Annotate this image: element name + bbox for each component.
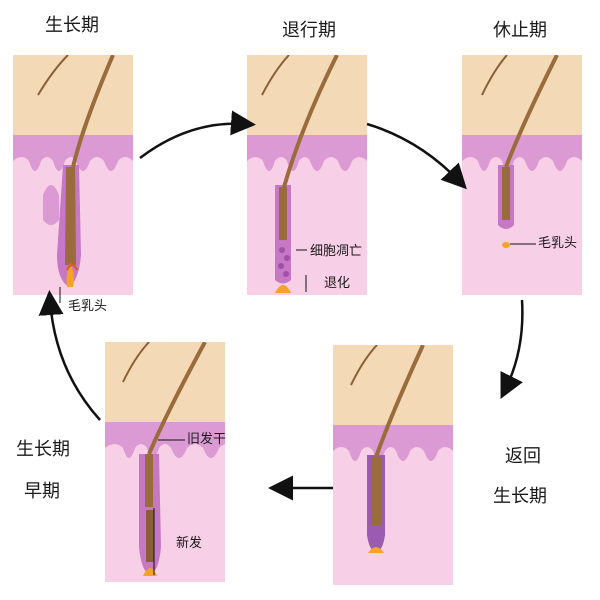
stage-title-early-anagen-1: 生长期	[16, 439, 70, 460]
stage-title-early-anagen-2: 早期	[24, 481, 60, 502]
panel-anagen	[13, 55, 133, 295]
stage-title-catagen: 退行期	[282, 20, 336, 41]
arrow-early-to-anagen	[38, 290, 101, 421]
arrow-telogen-to-return	[500, 299, 524, 399]
annotation-papilla-telogen: 毛乳头	[538, 236, 578, 251]
annotation-new-hair: 新发	[176, 536, 203, 551]
annotation-papilla-anagen: 毛乳头	[68, 299, 108, 314]
panel-catagen	[247, 55, 367, 295]
stage-title-anagen: 生长期	[45, 15, 99, 36]
annotation-old-shaft: 旧发干	[187, 432, 227, 447]
panel-return-anagen	[333, 345, 453, 585]
panel-telogen	[462, 55, 582, 295]
annotation-cell-death: 细胞凋亡	[310, 244, 363, 259]
stage-title-return-1: 返回	[505, 446, 541, 467]
panel-early-anagen	[105, 342, 225, 582]
stage-title-telogen: 休止期	[493, 20, 547, 41]
annotation-regression: 退化	[324, 276, 351, 291]
arrow-anagen-to-catagen	[139, 110, 256, 159]
stage-title-return-2: 生长期	[493, 486, 547, 507]
arrow-catagen-to-telogen	[366, 122, 467, 190]
